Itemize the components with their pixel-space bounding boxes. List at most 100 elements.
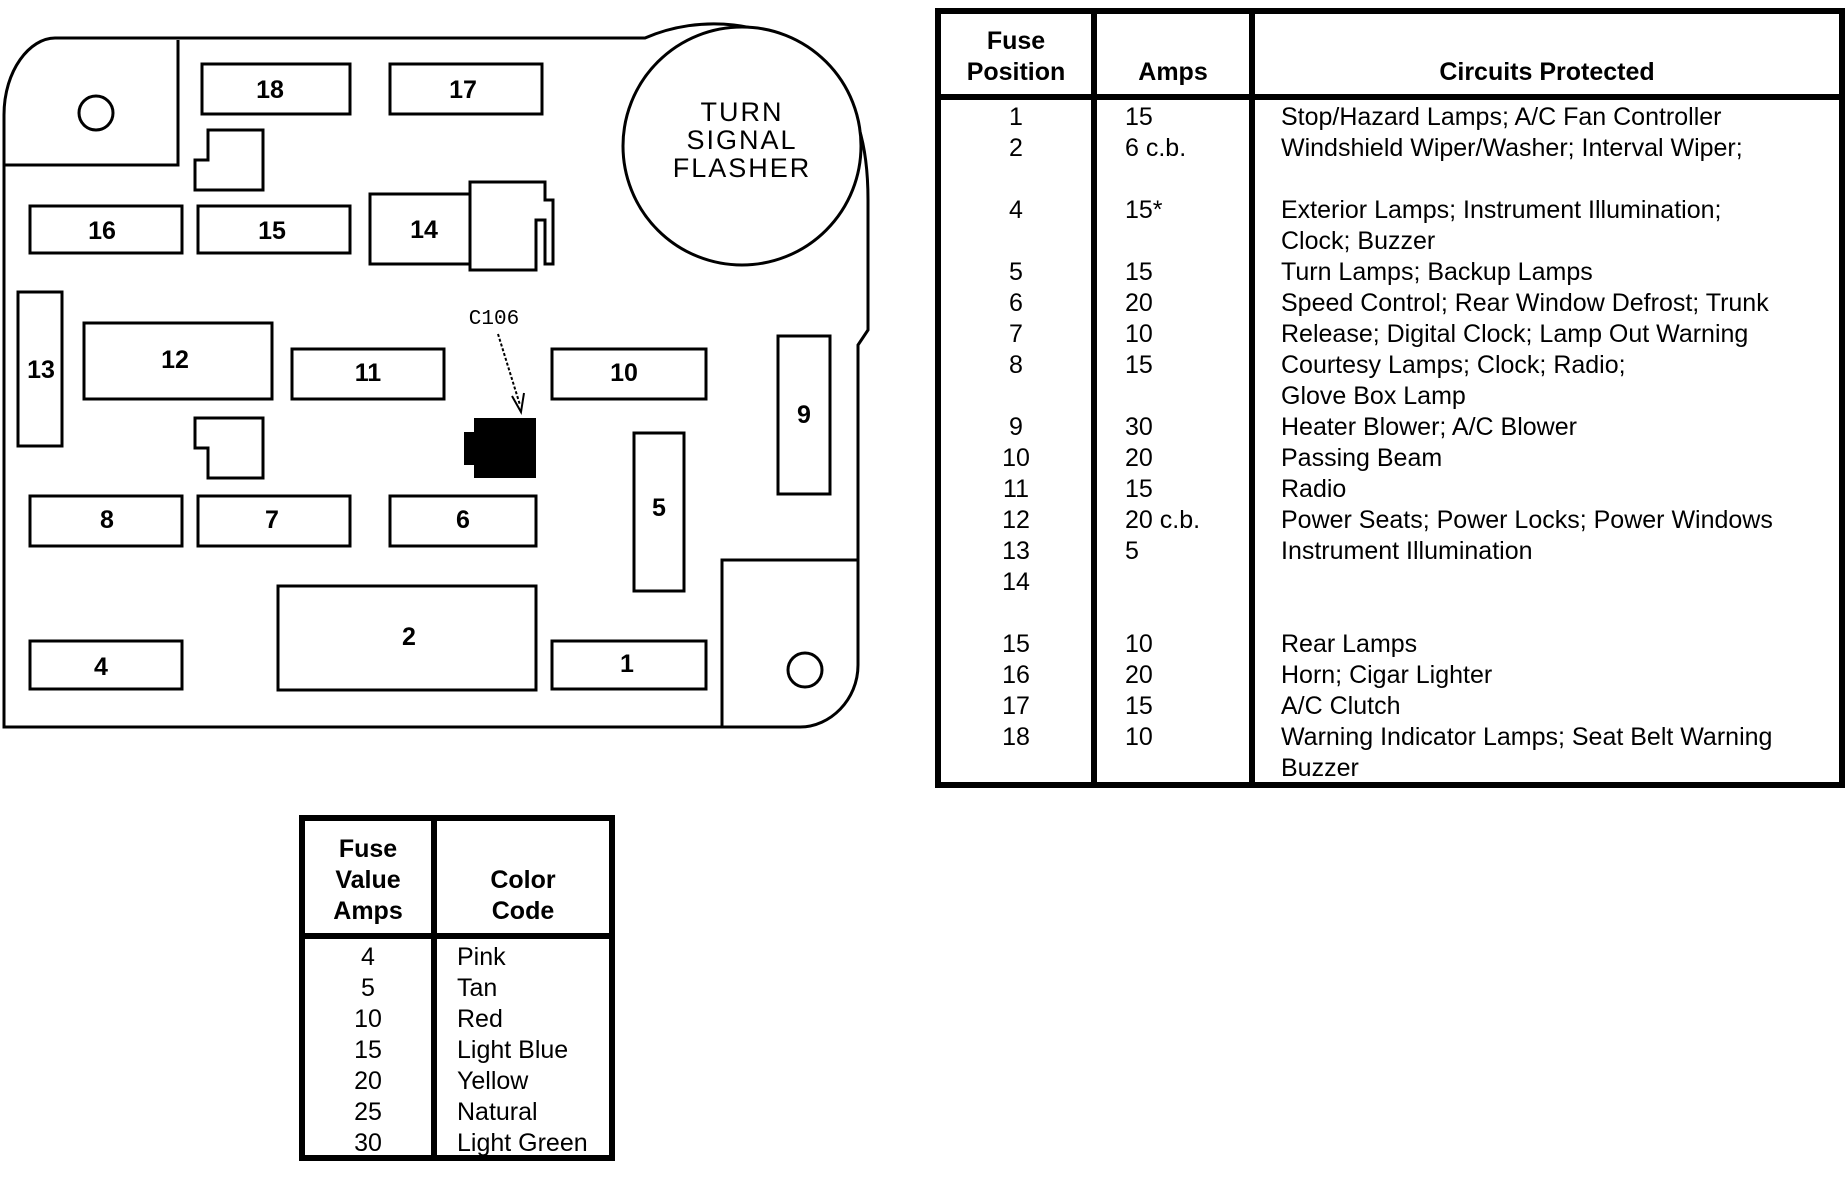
fuse-16: 16: [28, 204, 184, 255]
fuse-label-18: 18: [256, 76, 284, 104]
cell-fuse-position: 13: [1002, 537, 1030, 565]
fuse-label-13: 13: [27, 356, 55, 384]
header-amps: Amps: [1138, 58, 1208, 86]
cell-circuits: Turn Lamps; Backup Lamps: [1281, 258, 1593, 286]
fuse-table-row: Buzzer: [941, 753, 1839, 784]
fuse-label-15: 15: [258, 217, 286, 245]
connector-c106-label: C106: [469, 308, 519, 331]
fuse-label-17: 17: [449, 76, 477, 104]
cell-fuse-position: 2: [1009, 134, 1023, 162]
cell-circuits: Windshield Wiper/Washer; Interval Wiper;: [1281, 134, 1743, 162]
cell-amps: 15: [1125, 103, 1153, 131]
fuse-label-16: 16: [88, 217, 116, 245]
cell-circuits: Clock; Buzzer: [1281, 227, 1436, 255]
cell-fuse-value: 10: [354, 1005, 382, 1033]
turn-signal-flasher: [621, 25, 863, 267]
cell-amps: 6 c.b.: [1125, 134, 1187, 162]
panel-corner-block: [4, 40, 180, 167]
cell-fuse-value: 5: [361, 974, 375, 1002]
cell-fuse-position: 17: [1002, 692, 1030, 720]
fuse-table-row: Glove Box Lamp: [941, 381, 1839, 412]
cell-color-code: Tan: [457, 974, 498, 1002]
cell-circuits: Power Seats; Power Locks; Power Windows: [1281, 506, 1773, 534]
flasher-label-line-3: FLASHER: [673, 153, 812, 183]
fuse-5: 5: [632, 431, 686, 593]
cell-color-code: Pink: [457, 943, 506, 971]
cell-fuse-position: 5: [1009, 258, 1023, 286]
cell-amps: 20 c.b.: [1125, 506, 1201, 534]
fuse-table-row: [941, 164, 1839, 195]
fuse-label-12: 12: [161, 346, 189, 374]
cell-color-code: Natural: [457, 1098, 538, 1126]
header-color-code: Color Code: [490, 866, 556, 925]
fuse-8: 8: [28, 494, 184, 548]
fuse-table-row: 15 10 Rear Lamps: [941, 629, 1839, 660]
fuse-label-2: 2: [402, 623, 416, 651]
fuse-table-divider-2: [1249, 14, 1255, 782]
color-table-row: 25 Natural: [305, 1097, 609, 1128]
fuse-label-5: 5: [652, 494, 666, 522]
cell-fuse-position: 9: [1009, 413, 1023, 441]
fuse-6: 6: [388, 494, 538, 548]
fuse-label-6: 6: [456, 506, 470, 534]
cell-circuits: Exterior Lamps; Instrument Illumination;: [1281, 196, 1722, 224]
cell-amps: 15: [1125, 475, 1153, 503]
cell-amps: 20: [1125, 444, 1153, 472]
cell-amps: 15: [1125, 258, 1153, 286]
flasher-label-line-2: SIGNAL: [686, 125, 797, 155]
fuse-12: 12: [82, 321, 274, 401]
header-fuse-position: Fuse Position: [966, 27, 1066, 86]
mounting-hole-top-left: [77, 94, 115, 132]
header-circuits-protected: Circuits Protected: [1439, 58, 1655, 86]
cell-amps: 20: [1125, 661, 1153, 689]
cell-fuse-position: 14: [1002, 568, 1030, 596]
fuse-table-row: [941, 598, 1839, 629]
connector-c106: [464, 418, 536, 478]
mounting-hole-bottom-right: [786, 651, 824, 689]
fuse-13: 13: [16, 290, 64, 448]
fuse-label-9: 9: [797, 401, 811, 429]
cell-circuits: Stop/Hazard Lamps; A/C Fan Controller: [1281, 103, 1722, 131]
cell-circuits: Glove Box Lamp: [1281, 382, 1466, 410]
cell-amps: 15*: [1125, 196, 1163, 224]
fuse-label-7: 7: [265, 506, 279, 534]
fuse-table-row: 2 6 c.b. Windshield Wiper/Washer; Interval…: [941, 133, 1839, 164]
cell-circuits: A/C Clutch: [1281, 692, 1401, 720]
fuse-2: 2: [276, 584, 538, 692]
cell-circuits: Rear Lamps: [1281, 630, 1418, 658]
cell-fuse-position: 12: [1002, 506, 1030, 534]
fuse-table-row: 14: [941, 567, 1839, 598]
cell-fuse-value: 25: [354, 1098, 382, 1126]
fuse-10: 10: [550, 347, 708, 401]
cell-amps: 30: [1125, 413, 1153, 441]
cell-fuse-position: 15: [1002, 630, 1030, 658]
cell-circuits: Speed Control; Rear Window Defrost; Trun…: [1281, 289, 1769, 317]
panel-corner-block-bottom: [720, 558, 858, 727]
cell-amps: 10: [1125, 723, 1153, 751]
cell-circuits: Instrument Illumination: [1281, 537, 1533, 565]
cell-fuse-value: 30: [354, 1129, 382, 1157]
fuse-9: 9: [776, 334, 832, 496]
cell-amps: 20: [1125, 289, 1153, 317]
cell-color-code: Light Green: [457, 1129, 588, 1157]
fuse-label-11: 11: [355, 359, 382, 387]
cell-circuits: Radio: [1281, 475, 1347, 503]
fuse-label-8: 8: [100, 506, 114, 534]
cell-amps: 15: [1125, 351, 1153, 379]
fuse-7: 7: [196, 494, 352, 548]
fuse-label-14: 14: [410, 216, 438, 244]
fuse-table-row: Clock; Buzzer: [941, 226, 1839, 257]
relay-socket-upper: [193, 128, 265, 192]
cell-amps: 10: [1125, 630, 1153, 658]
cell-fuse-position: 11: [1003, 475, 1029, 503]
